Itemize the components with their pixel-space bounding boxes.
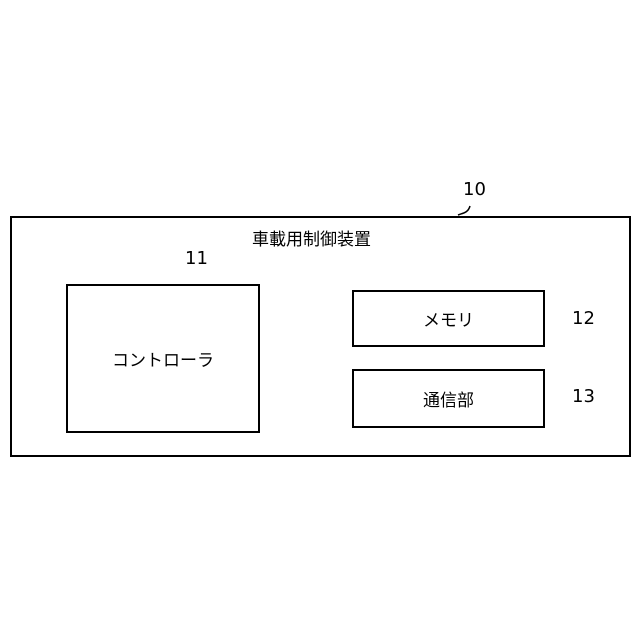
controller-ref: 11: [185, 249, 208, 269]
leader-line-10: [458, 206, 470, 215]
device-ref: 10: [463, 180, 486, 200]
memory-box: メモリ: [352, 290, 545, 347]
controller-box: コントローラ: [66, 284, 260, 433]
communication-ref: 13: [572, 387, 595, 407]
communication-box: 通信部: [352, 369, 545, 428]
device-title: 車載用制御装置: [252, 230, 371, 250]
communication-label: 通信部: [423, 386, 474, 411]
memory-ref: 12: [572, 309, 595, 329]
memory-label: メモリ: [423, 306, 474, 331]
controller-label: コントローラ: [112, 346, 214, 371]
